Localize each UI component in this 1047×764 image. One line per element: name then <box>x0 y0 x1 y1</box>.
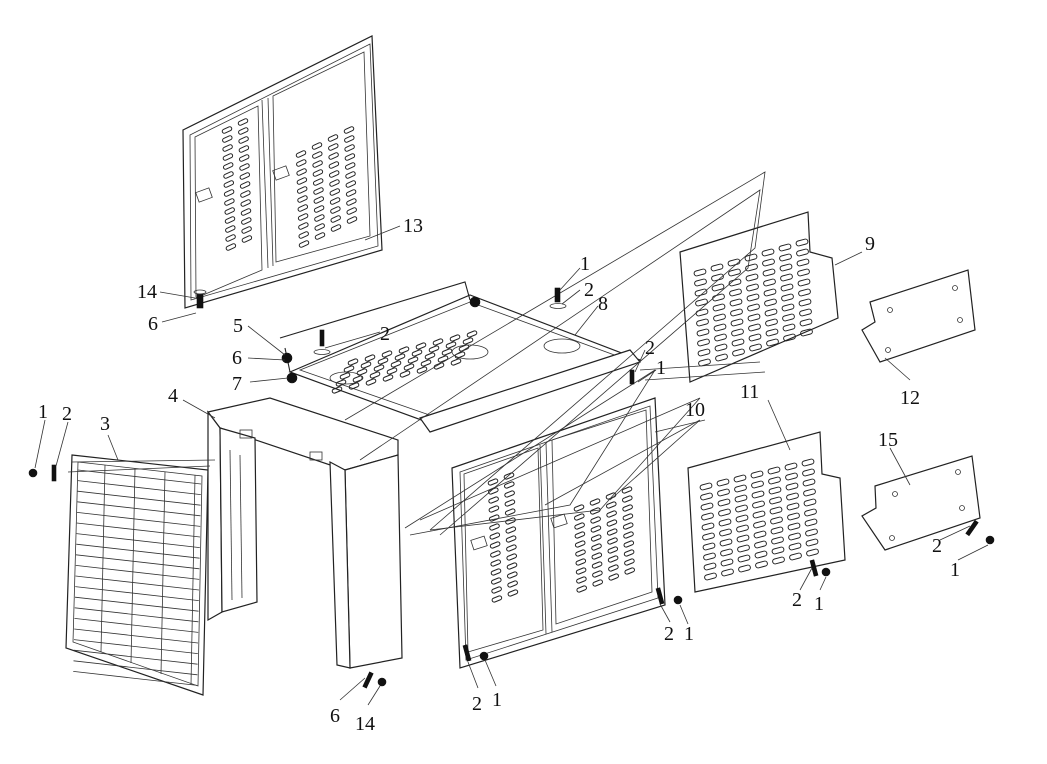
label-1: 1 <box>580 253 590 275</box>
hardware-fasteners <box>28 287 995 689</box>
label-2: 2 <box>645 337 655 359</box>
part-12-cover-plate <box>861 269 976 363</box>
label-1: 1 <box>684 623 694 645</box>
label-6: 6 <box>232 347 242 369</box>
label-1: 1 <box>38 401 48 423</box>
label-3: 3 <box>100 413 110 435</box>
label-12: 12 <box>900 387 920 409</box>
label-2: 2 <box>932 535 942 557</box>
label-2: 2 <box>664 623 674 645</box>
label-6: 6 <box>330 705 340 727</box>
part-4-support-frame <box>206 397 403 669</box>
label-1: 1 <box>950 559 960 581</box>
label-2: 2 <box>380 323 390 345</box>
part-3-front-grille <box>65 454 209 696</box>
label-2: 2 <box>472 693 482 715</box>
label-4: 4 <box>168 385 178 407</box>
label-13: 13 <box>403 215 423 237</box>
part-15-cover-plate <box>861 455 981 551</box>
part-8-top-cover <box>279 281 642 433</box>
label-2: 2 <box>584 279 594 301</box>
part-9-upper-side-plate <box>679 211 839 383</box>
part-11-lower-side-plate <box>687 431 846 593</box>
label-14: 14 <box>355 713 375 735</box>
label-9: 9 <box>865 233 875 255</box>
leader-lines <box>34 225 989 706</box>
label-2: 2 <box>792 589 802 611</box>
part-labels: 1 2 3 4 13 14 6 5 6 7 2 1 2 8 2 1 9 10 1… <box>38 215 960 735</box>
label-1: 1 <box>492 689 502 711</box>
label-10: 10 <box>685 399 705 421</box>
label-6: 6 <box>148 313 158 335</box>
part-10-side-door-panel <box>451 397 666 669</box>
label-15: 15 <box>878 429 898 451</box>
label-14: 14 <box>137 281 157 303</box>
assembly-guide-lines <box>67 171 766 536</box>
label-7: 7 <box>232 373 242 395</box>
label-11: 11 <box>740 381 759 403</box>
label-2: 2 <box>62 403 72 425</box>
label-8: 8 <box>598 293 608 315</box>
label-5: 5 <box>233 315 243 337</box>
label-1: 1 <box>656 357 666 379</box>
label-1: 1 <box>814 593 824 615</box>
part-13-rear-door-panel <box>182 35 383 309</box>
